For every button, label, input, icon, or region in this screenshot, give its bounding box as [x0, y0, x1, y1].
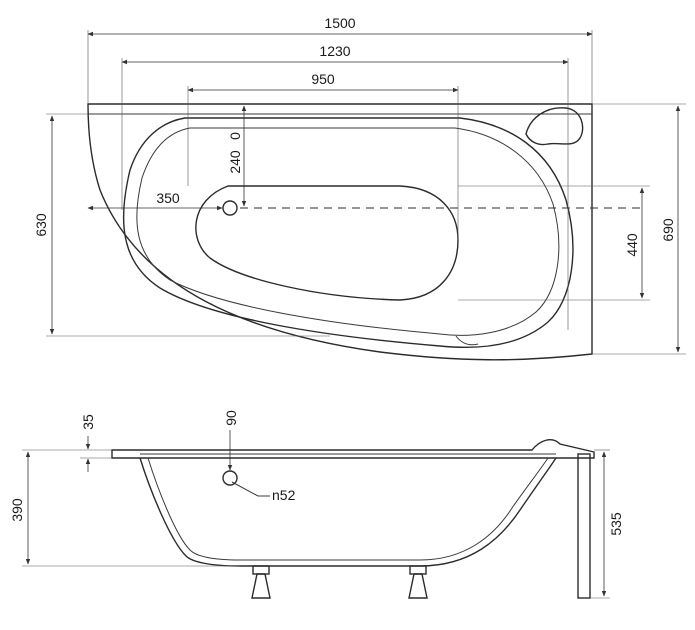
label-bottom-length: 950 — [311, 71, 335, 87]
rim-notch — [455, 335, 479, 346]
label-waste-depth: 240 — [227, 150, 243, 174]
label-overall-length: 1500 — [324, 15, 355, 31]
side-rim — [111, 439, 595, 459]
side-foot-right — [408, 565, 428, 599]
label-depth: 390 — [9, 498, 25, 522]
label-inner-length: 1230 — [319, 43, 350, 59]
top-view: 1500 1230 950 240 0 350 630 440 690 — [33, 15, 686, 361]
label-overall-width: 690 — [660, 218, 676, 242]
label-waste-zero: 0 — [227, 132, 243, 140]
side-tub-inner — [147, 457, 549, 561]
tub-outer-rim — [87, 103, 593, 361]
label-bottom-width: 440 — [624, 233, 640, 257]
basin-bottom — [195, 185, 459, 301]
label-rim-thickness: 35 — [80, 414, 96, 430]
side-support-frame — [577, 453, 591, 599]
overflow-outlet — [222, 470, 238, 486]
waste-outlet — [222, 200, 238, 216]
headrest — [525, 107, 584, 146]
basin-inner-edge — [136, 127, 560, 336]
label-total-height: 535 — [608, 512, 624, 536]
label-overflow-diameter: n52 — [272, 487, 296, 503]
label-waste-offset-side: 90 — [223, 410, 239, 426]
label-short-width: 630 — [33, 213, 49, 237]
overflow-leader — [231, 481, 259, 497]
label-waste-offset: 350 — [156, 190, 180, 206]
side-foot-left — [251, 565, 271, 599]
side-view: 35 90 n52 390 535 — [9, 410, 624, 599]
basin-outer-edge — [122, 117, 574, 349]
side-tub-body — [139, 457, 557, 567]
